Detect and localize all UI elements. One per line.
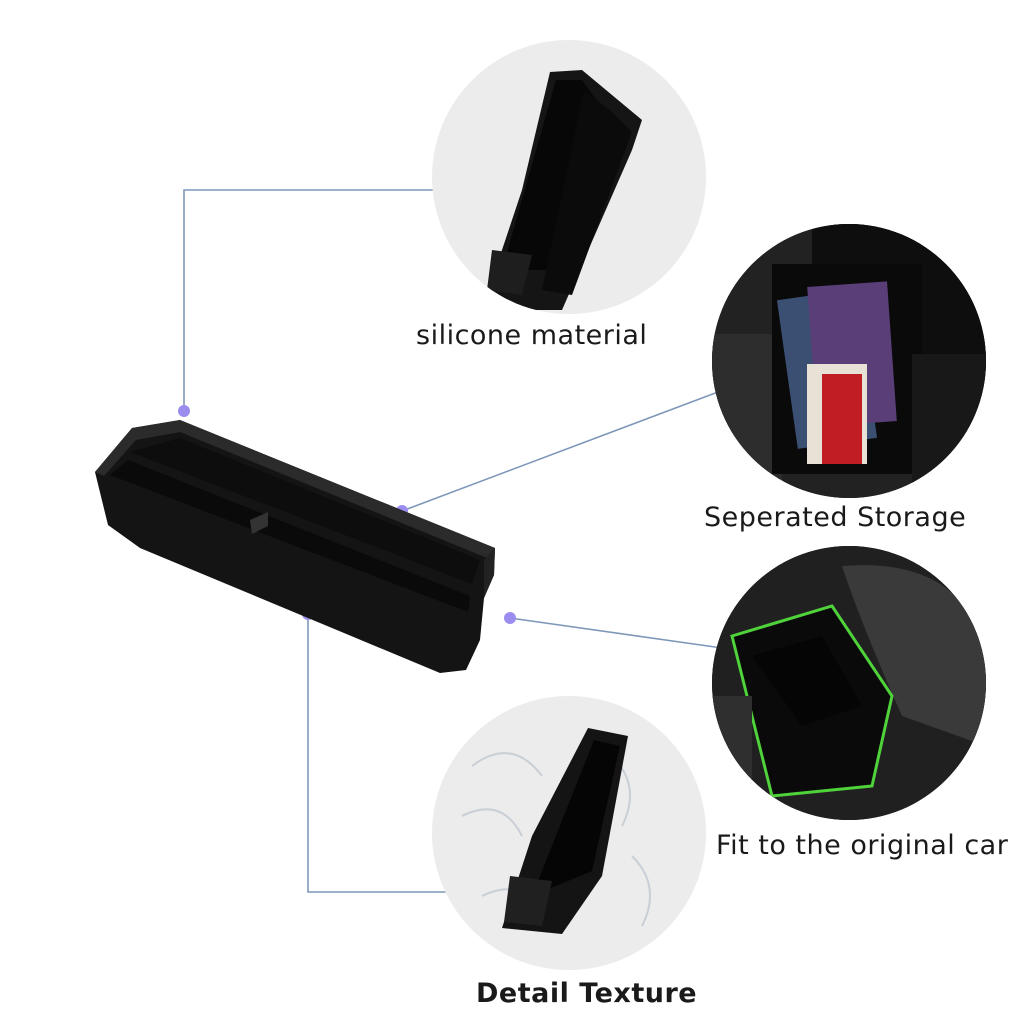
caption-silicone: silicone material bbox=[416, 320, 648, 351]
callout-line-fit bbox=[509, 617, 723, 649]
callout-dot-silicone bbox=[178, 405, 190, 417]
console-fit-image bbox=[712, 546, 986, 820]
fit-closeup bbox=[712, 546, 986, 820]
console-storage-image bbox=[712, 224, 986, 498]
callout-line-silicone bbox=[183, 189, 440, 411]
water-splash-tray-image bbox=[461, 728, 651, 934]
tray-closeup-image bbox=[482, 70, 642, 310]
callout-dot-fit bbox=[504, 612, 516, 624]
callout-line-storage bbox=[401, 391, 719, 512]
caption-storage: Seperated Storage bbox=[704, 502, 967, 533]
texture-closeup bbox=[432, 696, 706, 970]
silicone-closeup bbox=[432, 40, 706, 314]
storage-closeup bbox=[712, 224, 986, 498]
caption-fit: Fit to the original car bbox=[716, 830, 1009, 861]
callout-line-texture bbox=[307, 614, 448, 893]
caption-texture: Detail Texture bbox=[476, 978, 698, 1009]
